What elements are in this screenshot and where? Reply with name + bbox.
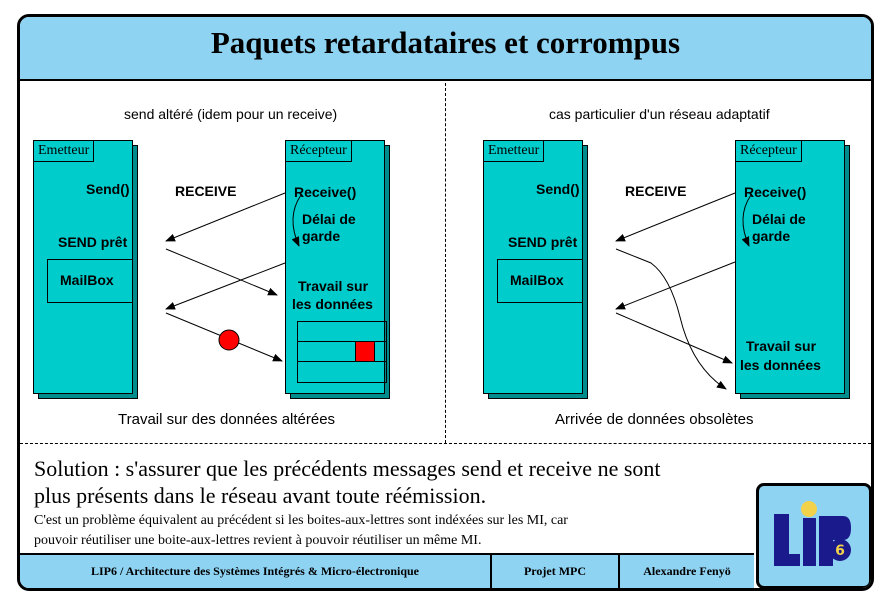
right-emitter-panel: Emetteur Send() SEND prêt MailBox	[483, 140, 583, 394]
left-receive-arrow	[165, 192, 286, 242]
left-receiver-panel: Récepteur Receive() Délai de garde Trava…	[285, 140, 387, 394]
corrupted-data-cell	[355, 342, 375, 361]
solution-line1: Solution : s'assurer que les précédents …	[34, 456, 661, 481]
right-receiver-panel: Récepteur Receive() Délai de garde Trava…	[735, 140, 845, 394]
left-delay-arc	[291, 194, 302, 247]
footer-bar: LIP6 / Architecture des Systèmes Intégré…	[20, 553, 754, 588]
left-send-call: Send()	[86, 181, 130, 197]
solution-note: C'est un problème équivalent au précéden…	[34, 511, 754, 551]
left-receive-msg: RECEIVE	[175, 183, 237, 199]
right-receiver-tag: Récepteur	[736, 141, 802, 162]
right-mailbox: MailBox	[497, 259, 583, 303]
right-caption-bottom: Arrivée de données obsolètes	[555, 411, 754, 428]
right-send-arrow	[615, 312, 733, 364]
footer-author: Alexandre Fenyö	[643, 564, 731, 578]
right-work-line2: les données	[740, 357, 821, 373]
right-caption-top: cas particulier d'un réseau adaptatif	[549, 106, 770, 122]
right-receive-arrow-2	[615, 261, 736, 310]
right-send-call: Send()	[536, 181, 580, 197]
solution-text: Solution : s'assurer que les précédents …	[34, 455, 864, 509]
left-receiver-tag: Récepteur	[286, 141, 352, 162]
left-mailbox: MailBox	[47, 259, 133, 303]
right-receive-msg: RECEIVE	[625, 183, 687, 199]
left-delay-line1: Délai de	[302, 211, 356, 227]
right-delay-arc	[741, 194, 752, 247]
left-data-row-divider	[298, 361, 386, 362]
right-work-line1: Travail sur	[746, 338, 817, 354]
left-data-table	[297, 321, 387, 383]
left-data-row-divider	[298, 341, 386, 342]
left-caption-bottom: Travail sur des données altérées	[118, 411, 336, 428]
corruption-dot	[218, 329, 240, 351]
lip6-logo-mark: 6	[771, 498, 855, 574]
solution-note-line1: C'est un problème équivalent au précéden…	[34, 513, 568, 528]
footer-project: Projet MPC	[523, 564, 587, 578]
left-mailbox-label: MailBox	[60, 272, 114, 288]
left-caption-top: send altéré (idem pour un receive)	[124, 106, 338, 122]
right-delay-line1: Délai de	[752, 211, 806, 227]
message-arrows	[165, 192, 752, 390]
solution-line2: plus présents dans le réseau avant toute…	[34, 483, 487, 508]
footer-org: LIP6 / Architecture des Systèmes Intégré…	[90, 564, 420, 578]
lip6-logo-six: 6	[835, 543, 845, 559]
left-emitter-tag: Emetteur	[34, 141, 95, 162]
right-emitter-tag: Emetteur	[484, 141, 545, 162]
right-receive-arrow	[615, 192, 736, 242]
right-receive-call: Receive()	[744, 184, 807, 200]
title-bar: Paquets retardataires et corrompus	[20, 17, 871, 81]
slide-title: Paquets retardataires et corrompus	[210, 25, 681, 60]
right-send-ready: SEND prêt	[508, 234, 578, 250]
right-delayed-send-arrow	[615, 248, 727, 390]
left-receive-call: Receive()	[294, 184, 357, 200]
left-emitter-panel: Emetteur Send() SEND prêt MailBox	[33, 140, 133, 394]
left-send-arrow	[165, 248, 278, 296]
left-send-ready: SEND prêt	[58, 234, 128, 250]
left-receive-arrow-2	[165, 262, 286, 310]
right-delay-line2: garde	[752, 228, 791, 244]
lip6-logo: 6	[756, 483, 871, 588]
footer-divider	[490, 555, 492, 588]
vertical-divider	[445, 83, 446, 443]
solution-note-line2: pouvoir réutiliser une boite-aux-lettres…	[34, 533, 482, 548]
footer-divider	[618, 555, 620, 588]
left-delay-line2: garde	[302, 228, 341, 244]
left-work-line1: Travail sur	[298, 278, 369, 294]
right-mailbox-label: MailBox	[510, 272, 564, 288]
horizontal-divider	[20, 443, 871, 444]
lip6-logo-icon: 6	[774, 501, 851, 566]
left-work-line2: les données	[292, 296, 373, 312]
slide: Paquets retardataires et corrompus send …	[17, 14, 874, 591]
